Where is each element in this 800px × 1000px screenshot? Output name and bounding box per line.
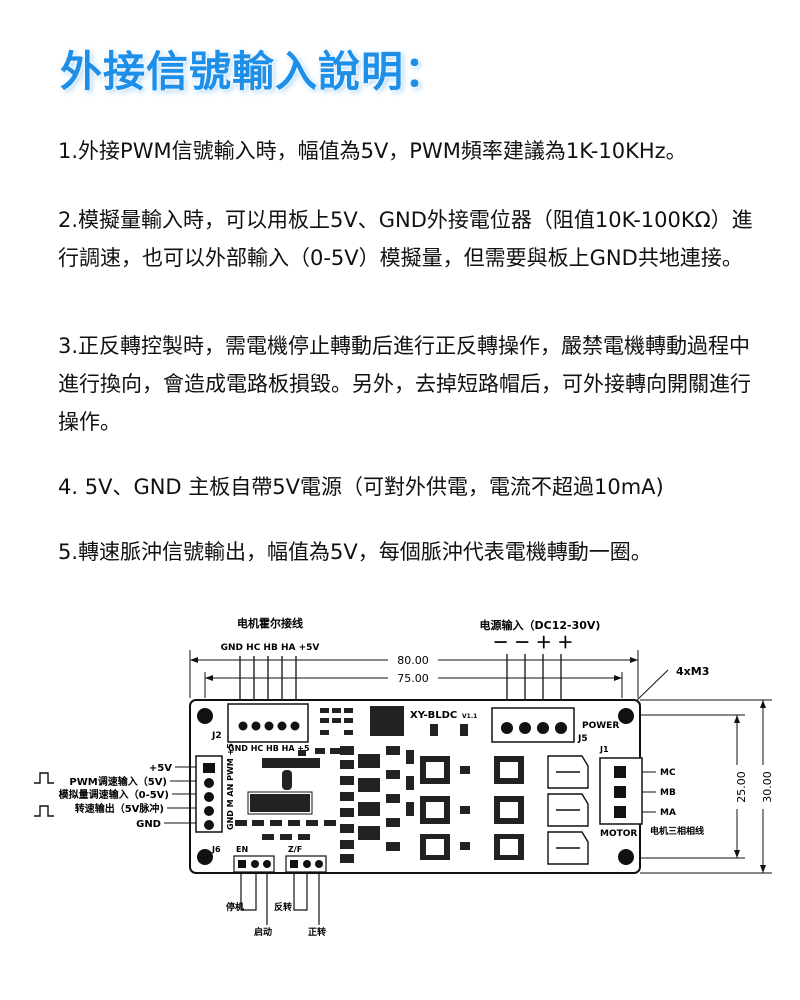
motor-phase-mc: MC: [660, 768, 676, 778]
j2-pin-labels: GND HC HB HA +5: [228, 744, 310, 753]
label-start: 启动: [254, 926, 272, 938]
label-forward: 正转: [308, 926, 326, 938]
label-pulse-output: 转速输出（5V脉冲): [75, 802, 164, 815]
instruction-1: 1.外接PWM信號輸入時，幅值為5V，PWM頻率建議為1K-10KHz。: [58, 139, 687, 163]
zf-label: Z/F: [288, 845, 302, 854]
j2-label: J2: [211, 731, 222, 741]
j5-label: J5: [577, 734, 588, 744]
page-title: 外接信號輸入說明：: [60, 47, 448, 96]
pulse-output-icon: [34, 805, 54, 817]
dimension-25: 25.00: [735, 771, 748, 803]
pwm-pulse-icon: [34, 772, 54, 784]
hall-pins-label: GND HC HB HA +5V: [221, 643, 320, 653]
motor-phase-mb: MB: [660, 788, 676, 798]
power-input-title: 电源输入（DC12-30V): [480, 618, 601, 632]
instruction-3: 3.正反轉控製時，需電機停止轉動后進行正反轉操作，嚴禁電機轉動過程中進行換向，會…: [58, 334, 751, 434]
dimension-75: 75.00: [397, 672, 429, 685]
hall-wiring-title: 电机霍尔接线: [237, 616, 303, 630]
label-reverse: 反转: [274, 901, 292, 913]
instruction-2: 2.模擬量輸入時，可以用板上5V、GND外接電位器（阻值10K-100KΩ）進行…: [58, 208, 753, 270]
motor-phase-ma: MA: [660, 808, 676, 818]
board-name: XY-BLDC: [410, 710, 457, 721]
instruction-4: 4. 5V、GND 主板自帶5V電源（可對外供電，電流不超過10mA): [58, 475, 664, 499]
instruction-5: 5.轉速脈沖信號輸出，幅值為5V，每個脈沖代表電機轉動一圈。: [58, 540, 652, 564]
en-label: EN: [236, 845, 248, 854]
label-stop: 停机: [226, 901, 244, 913]
dimension-80: 80.00: [397, 654, 429, 667]
label-analog: 模拟量调速输入（0-5V): [59, 788, 169, 801]
label-gnd: GND: [136, 819, 161, 830]
j6-label: J6: [211, 845, 221, 854]
power-signs: － － ＋ ＋: [493, 633, 574, 652]
j1-label: J1: [599, 745, 609, 754]
dimension-30: 30.00: [761, 771, 774, 803]
label-5v: +5V: [149, 763, 172, 774]
power-label: POWER: [582, 721, 619, 731]
motor-side-label: 电机三相相线: [650, 825, 704, 837]
wiring-diagram: 电机霍尔接线 GND HC HB HA +5V 电源输入（DC12-30V) －…: [34, 616, 774, 938]
mount-holes-label: 4xM3: [676, 665, 709, 678]
label-pwm: PWM调速输入（5V): [69, 775, 167, 788]
board-version: V1.1: [462, 713, 477, 720]
motor-label: MOTOR: [600, 829, 637, 839]
j6-pin-labels: GND M AN PWM +5: [226, 743, 235, 830]
